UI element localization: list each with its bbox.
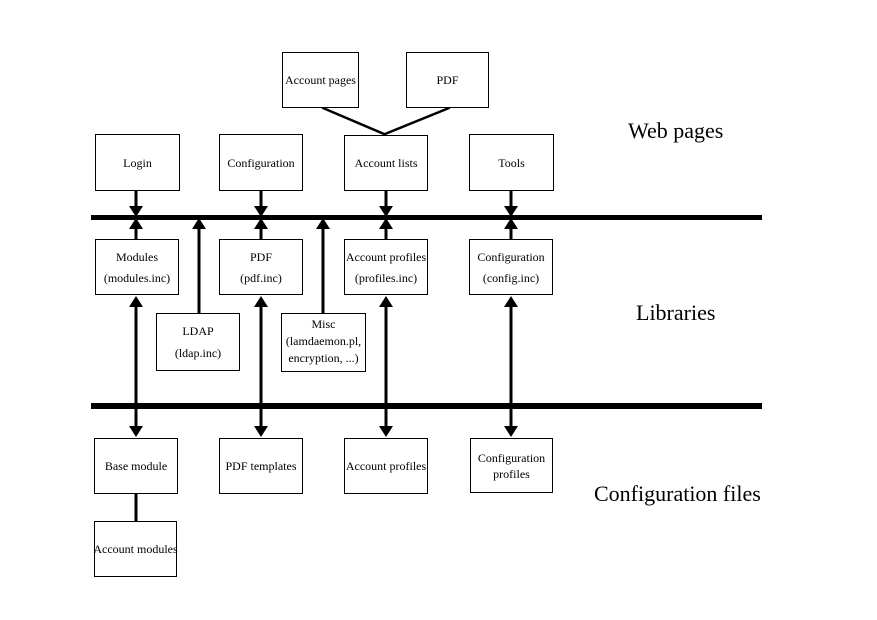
webpages-libraries-separator-line (91, 215, 762, 220)
box-account-lists: Account lists (344, 135, 428, 191)
box-configuration-profiles: Configuration profiles (470, 438, 553, 493)
box-title: Misc (311, 317, 336, 331)
box-title: Configuration (477, 249, 545, 264)
box-account-profiles-config: Account profiles (344, 438, 428, 494)
box-label: Base module (104, 459, 168, 473)
box-label: Configuration (227, 155, 295, 170)
box-account-profiles-lib: Account profiles (profiles.inc) (344, 239, 428, 295)
arrow-ldap-to-bus (192, 218, 206, 314)
box-tools: Tools (469, 134, 554, 191)
box-filename: (modules.inc) (103, 270, 171, 285)
arrow-tools-to-bus (504, 191, 518, 217)
box-misc-lib: Misc (lamdaemon.pl, encryption, ...) (281, 313, 366, 372)
box-title: Modules (116, 249, 158, 264)
box-pdf-lib: PDF (pdf.inc) (219, 239, 303, 295)
layer-label-web-pages: Web pages (628, 118, 724, 143)
layer-label-configuration-files: Configuration files (594, 481, 761, 506)
box-pdf-templates: PDF templates (219, 438, 303, 494)
edge-accountpages-accountlists (321, 106, 386, 136)
libraries-configfiles-separator-line (91, 403, 762, 409)
arrow-configlib-to-bus (504, 218, 518, 240)
box-ldap-lib: LDAP (ldap.inc) (156, 313, 240, 371)
box-label: Login (123, 155, 152, 170)
box-account-pages: Account pages (282, 52, 359, 108)
box-pdf-page: PDF (406, 52, 489, 108)
box-label-line2: profiles (493, 466, 530, 481)
arrow-misc-to-bus (316, 218, 330, 314)
box-label: PDF (436, 73, 459, 87)
arrow-accountprofileslib-to-bus (379, 218, 393, 240)
arrow-modules-basemodule (129, 296, 143, 437)
box-filename: (config.inc) (482, 270, 540, 285)
arrow-configlib-configprofiles (504, 296, 518, 437)
arrow-accountprofileslib-accountprofiles (379, 296, 393, 437)
box-label: Account pages (285, 73, 356, 87)
box-configuration-lib: Configuration (config.inc) (469, 239, 553, 295)
box-filename: (lamdaemon.pl, encryption, ...) (285, 334, 362, 365)
box-label: Account lists (354, 156, 418, 170)
arrow-login-to-bus (129, 191, 143, 217)
box-filename: (pdf.inc) (240, 270, 282, 285)
box-filename: (ldap.inc) (174, 346, 222, 360)
box-title: Account profiles (345, 249, 427, 264)
box-label: PDF templates (225, 459, 297, 473)
layer-label-libraries: Libraries (636, 300, 716, 325)
box-base-module: Base module (94, 438, 178, 494)
box-account-modules: Account modules (93, 521, 178, 577)
box-filename: (profiles.inc) (354, 270, 418, 285)
box-login: Login (95, 134, 180, 191)
box-configuration-page: Configuration (219, 134, 303, 191)
box-modules-lib: Modules (modules.inc) (95, 239, 179, 295)
arrow-pdflib-pdftemplates (254, 296, 268, 437)
box-label: Account profiles (345, 459, 427, 473)
box-title: PDF (249, 249, 272, 264)
box-label: Tools (498, 155, 525, 170)
arrow-accountlists-to-bus (379, 190, 393, 217)
box-label: Account modules (93, 542, 178, 556)
box-label-line1: Configuration (477, 450, 546, 465)
edge-pdf-accountlists (383, 106, 451, 136)
arrow-configuration-to-bus (254, 191, 268, 217)
arrow-pdflib-to-bus (254, 218, 268, 240)
box-title: LDAP (182, 324, 214, 338)
arrow-modules-to-bus (129, 218, 143, 240)
